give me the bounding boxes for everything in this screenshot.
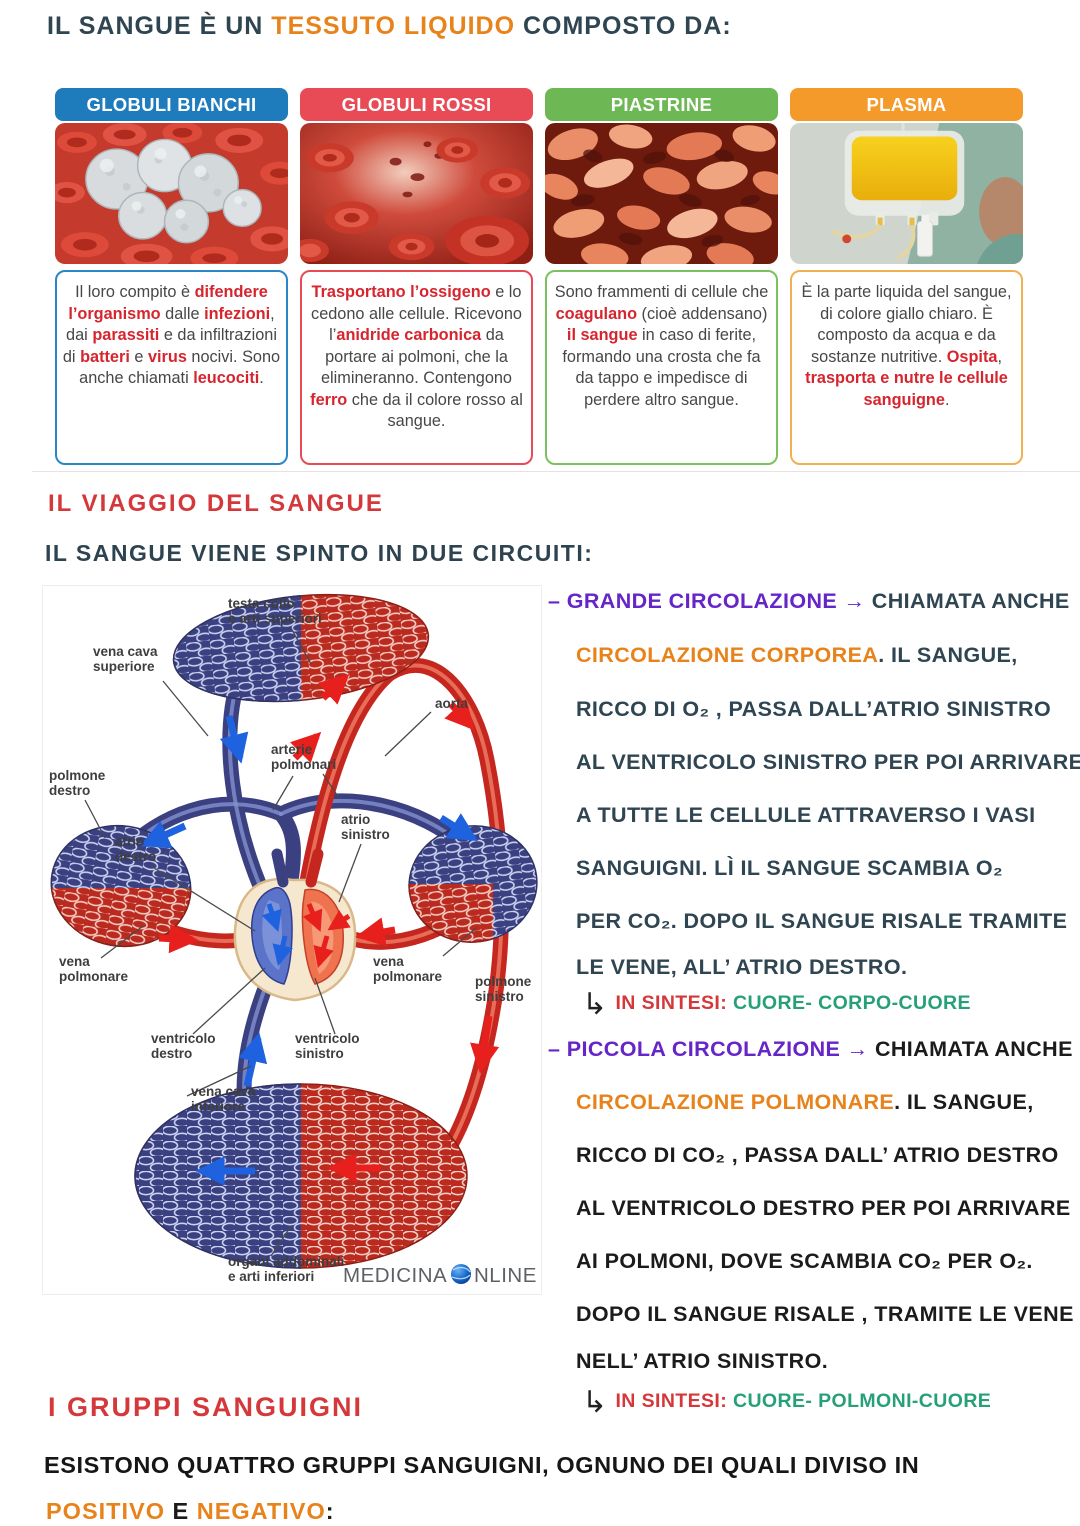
gruppi-line2: POSITIVO E NEGATIVO:: [46, 1498, 335, 1524]
white-blood-cells-photo: [55, 123, 288, 264]
svg-text:sinistro: sinistro: [295, 1046, 344, 1061]
card-piastrine: PIASTRINE: [545, 88, 778, 465]
label-atrio-sinistro: atrio: [341, 812, 370, 827]
svg-text:e arti inferiori: e arti inferiori: [228, 1269, 314, 1284]
label-vena-cava-inferiore: vena cava: [191, 1084, 256, 1099]
note-line: – PICCOLA CIRCOLAZIONE → CHIAMATA ANCHE: [548, 1037, 1073, 1061]
svg-text:MEDICINA: MEDICINA: [343, 1264, 447, 1287]
gruppi-line1: ESISTONO QUATTRO GRUPPI SANGUIGNI, OGNUN…: [44, 1452, 920, 1478]
label-atrio-destro: atrio: [115, 834, 144, 849]
circulation-diagram: testa collo e arti superiori vena cava s…: [42, 585, 542, 1295]
card-globuli-bianchi: GLOBULI BIANCHI: [55, 88, 288, 465]
svg-text:NLINE: NLINE: [474, 1264, 537, 1287]
note-line: CIRCOLAZIONE POLMONARE. IL SANGUE,: [576, 1090, 1034, 1114]
heart-flow-arrows: [261, 903, 351, 969]
label-ventricolo-sinistro: ventricolo: [295, 1031, 360, 1046]
note-line: LE VENE, ALL’ ATRIO DESTRO.: [576, 955, 908, 979]
note-line: SANGUIGNI. LÌ IL SANGUE SCAMBIA O₂: [576, 856, 1003, 880]
card-body-globuli-bianchi: Il loro compito è difendere l’organismo …: [55, 270, 288, 465]
card-header-plasma: PLASMA: [790, 88, 1023, 121]
label-polmone-destro: polmone: [49, 768, 106, 783]
medicina-online-watermark: MEDICINA NLINE: [343, 1264, 537, 1287]
note-line: NELL’ ATRIO SINISTRO.: [576, 1349, 829, 1373]
label-leader-lines: [84, 627, 477, 1257]
card-body-globuli-rossi: Trasportano l’ossigeno e lo cedono alle …: [300, 270, 533, 465]
card-plasma: PLASMA: [790, 88, 1023, 465]
card-header-piastrine: PIASTRINE: [545, 88, 778, 121]
label-vena-polmonare-sx: vena: [59, 954, 90, 969]
note-sintesi-piccola: ↳ IN SINTESI: CUORE- POLMONI-CUORE: [582, 1386, 992, 1419]
label-organi-addominali: organi addominali: [228, 1254, 344, 1269]
flow-arrows: [139, 674, 500, 1186]
red-blood-cells-illustration: [300, 123, 533, 264]
section-subheading-circuiti: IL SANGUE VIENE SPINTO IN DUE CIRCUITI:: [45, 540, 594, 566]
note-line: DOPO IL SANGUE RISALE , TRAMITE LE VENE: [576, 1302, 1074, 1326]
label-vena-polmonare-dx: vena: [373, 954, 404, 969]
red-blood-cells-photo: [300, 123, 533, 264]
card-body-plasma: È la parte liquida del sangue, di colore…: [790, 270, 1023, 465]
note-line: AI POLMONI, DOVE SCAMBIA CO₂ PER O₂.: [576, 1249, 1033, 1273]
svg-text:inferiore: inferiore: [191, 1099, 246, 1114]
diagram-labels: testa collo e arti superiori vena cava s…: [49, 596, 532, 1284]
svg-text:sinistro: sinistro: [475, 989, 524, 1004]
card-globuli-rossi: GLOBULI ROSSI: [300, 88, 533, 465]
section-heading-viaggio: IL VIAGGIO DEL SANGUE: [48, 490, 384, 517]
note-line: RICCO DI O₂ , PASSA DALL’ATRIO SINISTRO: [576, 697, 1052, 721]
svg-text:sinistro: sinistro: [341, 827, 390, 842]
circulation-diagram-svg: testa collo e arti superiori vena cava s…: [49, 593, 538, 1287]
infographic-bottom-edge: [32, 471, 1080, 472]
card-body-piastrine: Sono frammenti di cellule che coagulano …: [545, 270, 778, 465]
white-blood-cells-illustration: [55, 123, 288, 264]
label-ventricolo-destro: ventricolo: [151, 1031, 216, 1046]
note-line: AL VENTRICOLO DESTRO PER POI ARRIVARE: [576, 1196, 1071, 1220]
svg-text:e arti superiori: e arti superiori: [228, 611, 322, 626]
note-line: PER CO₂. DOPO IL SANGUE RISALE TRAMITE: [576, 909, 1068, 933]
platelets-illustration: [545, 123, 778, 264]
svg-text:destro: destro: [151, 1046, 192, 1061]
label-arterie-polmonari: arterie: [271, 742, 313, 757]
svg-text:polmonari: polmonari: [271, 757, 336, 772]
svg-text:destro: destro: [49, 783, 90, 798]
handwritten-notes: – GRANDE CIRCOLAZIONE → CHIAMATA ANCHE C…: [548, 585, 1080, 1419]
svg-text:polmonare: polmonare: [373, 969, 443, 984]
label-polmone-sinistro: polmone: [475, 974, 532, 989]
label-aorta: aorta: [435, 696, 469, 711]
svg-text:superiore: superiore: [93, 659, 155, 674]
section-heading-gruppi-sanguigni: I GRUPPI SANGUIGNI: [48, 1392, 364, 1422]
note-line: AL VENTRICOLO SINISTRO PER POI ARRIVARE: [576, 750, 1080, 774]
capillary-networks: [50, 593, 538, 1269]
label-vena-cava-superiore: vena cava: [93, 644, 158, 659]
card-header-globuli-rossi: GLOBULI ROSSI: [300, 88, 533, 121]
note-line: – GRANDE CIRCOLAZIONE → CHIAMATA ANCHE: [548, 589, 1070, 613]
label-testa-collo: testa collo: [228, 596, 295, 611]
note-line: CIRCOLAZIONE CORPOREA. IL SANGUE,: [576, 643, 1018, 667]
card-header-globuli-bianchi: GLOBULI BIANCHI: [55, 88, 288, 121]
platelets-photo: [545, 123, 778, 264]
note-sintesi-grande: ↳ IN SINTESI: CUORE- CORPO-CUORE: [582, 988, 971, 1021]
plasma-bag-illustration: [790, 123, 1023, 264]
plasma-bag-photo: [790, 123, 1023, 264]
page-title: IL SANGUE È UN TESSUTO LIQUIDO COMPOSTO …: [47, 12, 732, 40]
svg-text:destro: destro: [115, 849, 156, 864]
note-line: RICCO DI CO₂ , PASSA DALL’ ATRIO DESTRO: [576, 1143, 1059, 1167]
note-line: A TUTTE LE CELLULE ATTRAVERSO I VASI: [576, 803, 1036, 827]
blood-components-panel: GLOBULI BIANCHI: [55, 88, 1027, 465]
svg-text:polmonare: polmonare: [59, 969, 129, 984]
